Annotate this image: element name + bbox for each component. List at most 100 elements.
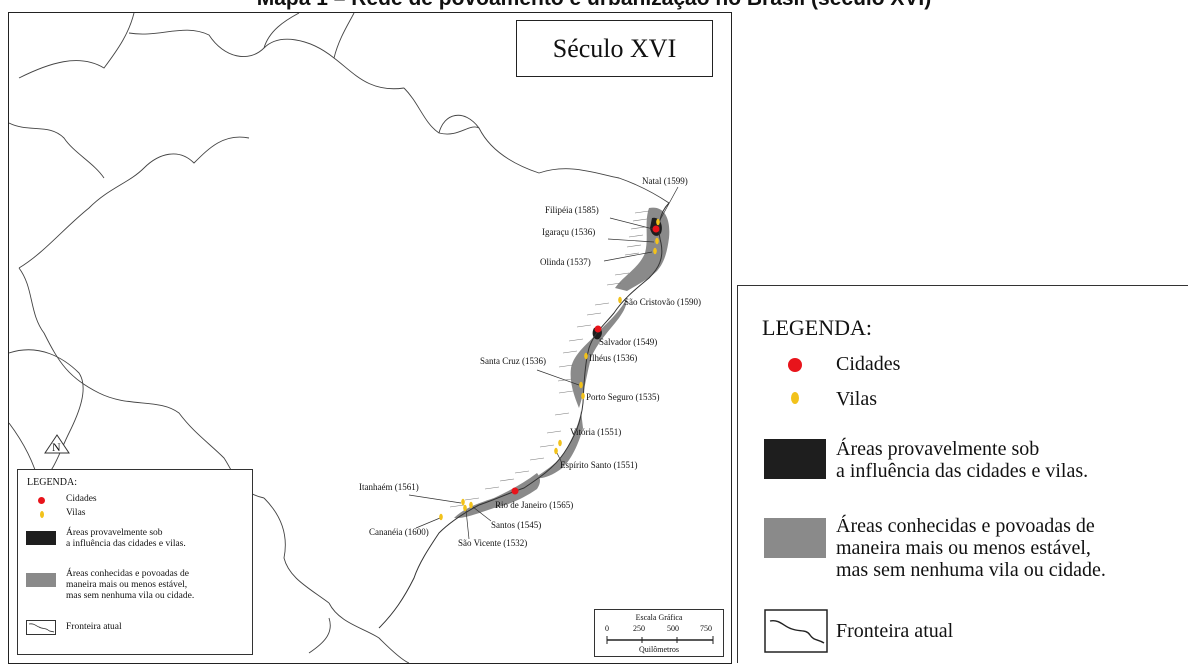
place-labels: Natal (1599) Filipéia (1585) Igaraçu (1536… [359,176,701,548]
big-legend-known-line1: Áreas conhecidas e povoadas de [836,515,1095,537]
place-label: Rio de Janeiro (1565) [495,500,573,510]
hatch-18 [539,444,555,448]
map-title: Século XVI [552,33,677,63]
vila-marker-icon [40,511,44,518]
border-paraguay [263,497,330,604]
leader-13 [415,517,441,529]
border-lines [9,13,670,663]
vila-marker [656,218,660,226]
vila-marker [469,501,473,509]
vila-marker-icon [791,392,799,404]
vila-marker [655,237,659,245]
big-legend-influence-line1: Áreas provavelmente sob [836,438,1040,460]
hatch-4 [626,244,642,248]
scale-bar-graphic [606,636,714,644]
hatch-6 [614,272,630,276]
scale-tick-3: 750 [700,624,712,633]
scale-tick-2: 500 [667,624,679,633]
vila-marker [554,447,558,455]
scale-title: Escala Gráfica [635,613,683,622]
border-argentina [328,602,410,663]
place-label: Natal (1599) [642,176,688,186]
border-swatch-icon [764,609,828,653]
place-label: Filipéia (1585) [545,205,599,215]
hatch-22 [484,486,500,490]
map-caption: Mapa 1 – Rede de povoamento e urbanizaçã… [0,0,1188,11]
cidade-marker-icon [788,358,802,372]
big-legend-cidades: Cidades [836,353,901,375]
place-label: Cananéia (1600) [369,527,429,537]
hatch-19 [529,457,545,461]
vila-marker [461,498,465,506]
small-legend: LEGENDA: Cidades Vilas Áreas provavelmen… [17,469,253,655]
leader-10 [556,452,562,462]
brazil-east-coast [378,202,670,629]
hatch-0 [634,210,650,214]
scale-tick-0: 0 [605,624,609,633]
border-west-colombia [9,122,105,179]
small-legend-known-line1: Áreas conhecidas e povoadas de [66,569,189,579]
border-west-peru [18,267,100,394]
place-label: Porto Seguro (1535) [586,392,660,402]
north-label: N [52,440,61,454]
hatch-10 [576,324,592,328]
hatch-12 [562,350,578,354]
place-label: Santos (1545) [491,520,541,530]
vila-marker [584,352,588,360]
vila-marker [439,513,443,521]
place-label: Salvador (1549) [599,337,657,347]
leader-1 [609,217,654,230]
settlement-markers [439,218,660,521]
leader-0 [659,186,679,221]
place-label: São Cristovão (1590) [624,297,701,307]
border-northwest [18,13,135,79]
place-label: Ilhéus (1536) [589,353,637,363]
hatch-8 [594,302,610,306]
big-legend-known-line3: mas sem nenhuma vila ou cidade. [836,559,1106,581]
big-legend-title: LEGENDA: [762,315,872,340]
leader-2 [607,238,655,243]
scale-bar: Escala Gráfica 0 250 500 750 Quilômetros [594,609,724,657]
big-legend-vilas: Vilas [836,388,878,410]
hatch-1 [632,218,648,222]
small-legend-known-line3: mas sem nenhuma vila ou cidade. [66,591,195,601]
vila-marker [558,439,562,447]
hatch-5 [624,252,640,256]
vila-marker [579,381,583,389]
hatch-15 [558,390,574,394]
cidade-marker [594,325,602,333]
leader-15 [465,509,470,540]
hatch-17 [546,430,562,434]
border-swatch-icon [26,620,56,635]
place-label: Vitória (1551) [570,427,621,437]
small-legend-border-label: Fronteira atual [66,622,122,632]
vila-marker [463,504,467,512]
hatch-9 [586,312,602,316]
influence-swatch [26,531,56,545]
hatch-21 [499,478,515,482]
border-guiana-inner [263,13,300,49]
brazil-north-coast [403,87,670,204]
hatch-3 [628,234,644,238]
border-sa-outer-west [9,349,84,484]
known-area-0 [615,207,670,291]
place-label: Igaraçu (1536) [542,227,595,237]
small-legend-vilas-label: Vilas [66,508,86,518]
scale-unit: Quilômetros [639,645,679,654]
big-legend-known-line2: maneira mais ou menos estável, [836,537,1091,559]
small-legend-influence-line1: Áreas provavelmente sob [66,528,163,538]
cidade-marker-icon [38,497,45,504]
leader-11 [408,494,462,504]
hatch-7 [606,282,622,286]
map-panel: Natal (1599) Filipéia (1585) Igaraçu (1536… [8,12,732,664]
small-legend-title: LEGENDA: [27,477,77,488]
place-label: Santa Cruz (1536) [480,356,546,366]
map-title-box: Século XVI [516,20,713,77]
scale-tick-1: 250 [633,624,645,633]
leader-14 [472,506,492,522]
brazil-map: Natal (1599) Filipéia (1585) Igaraçu (1536… [9,13,701,663]
known-area-2 [538,411,583,479]
hatch-16 [554,412,570,416]
leader-3 [603,251,653,262]
place-label: São Vicente (1532) [458,538,527,548]
